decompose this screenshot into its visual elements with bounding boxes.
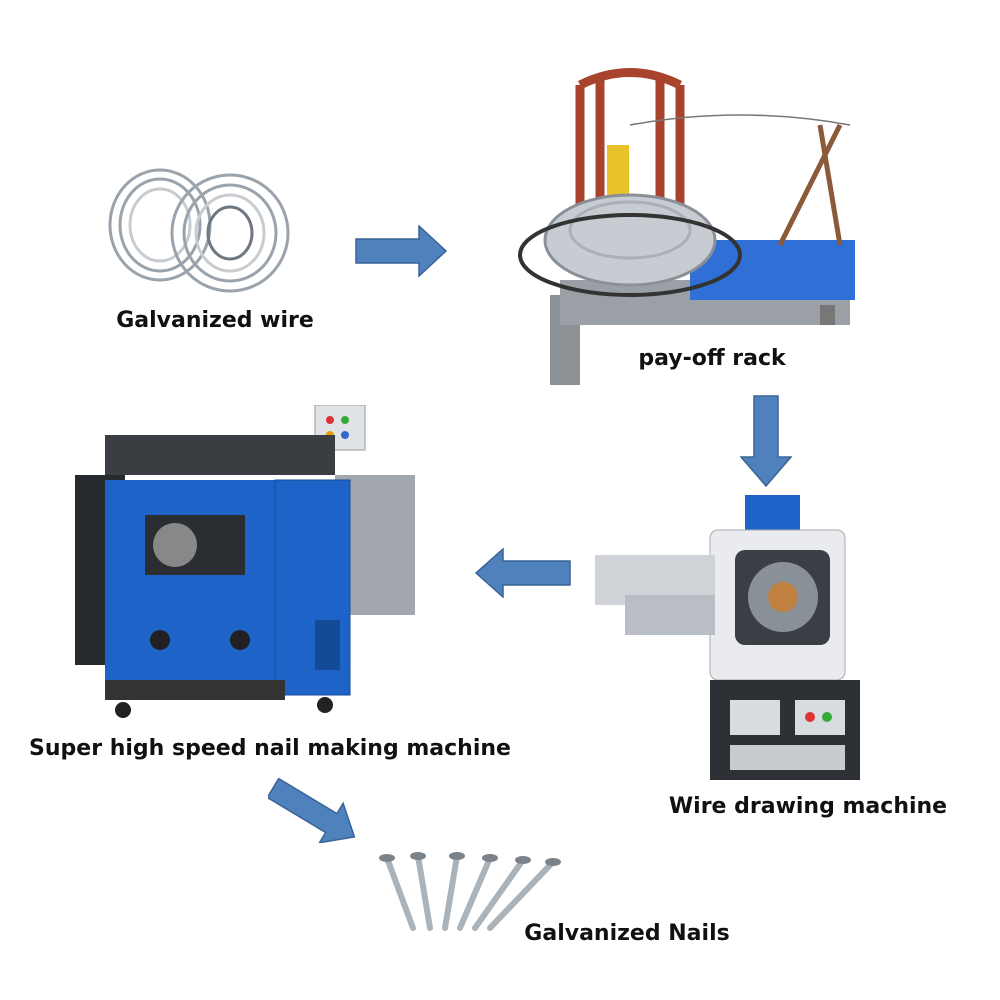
pay-off-rack-image <box>510 65 870 395</box>
galvanized-wire-label: Galvanized wire <box>116 308 314 333</box>
nail-making-machine-label: Super high speed nail making machine <box>29 736 511 761</box>
wire-drawing-machine-image <box>595 495 870 785</box>
galvanized-nails-label: Galvanized Nails <box>524 921 730 946</box>
arrow-right-icon <box>355 225 447 277</box>
galvanized-nails-image <box>375 850 565 935</box>
pay-off-rack-label: pay-off rack <box>638 346 786 371</box>
nail-making-machine-image <box>75 405 420 720</box>
arrow-left-icon <box>475 548 571 598</box>
galvanized-wire-image <box>105 165 295 295</box>
arrow-down-icon <box>740 395 792 487</box>
wire-drawing-machine-label: Wire drawing machine <box>668 794 948 819</box>
arrow-diagonal-icon <box>268 778 363 843</box>
